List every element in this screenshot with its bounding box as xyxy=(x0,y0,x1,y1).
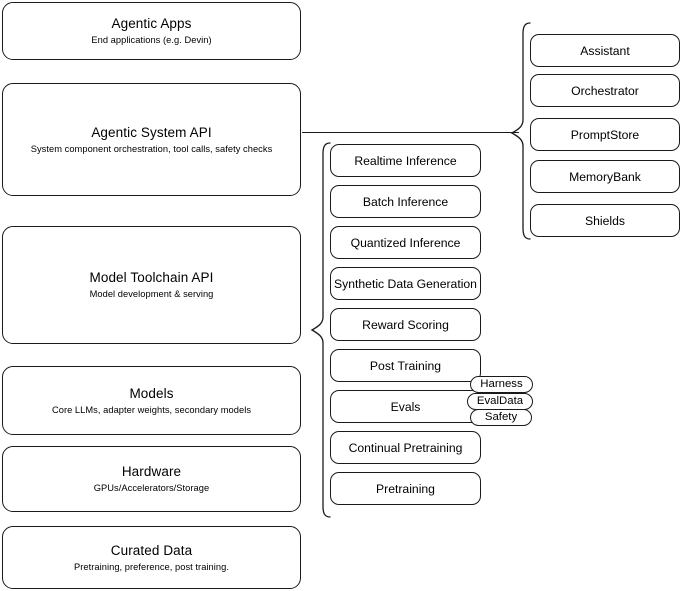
capability-label: Synthetic Data Generation xyxy=(334,276,477,291)
brace-toolchain-capabilities-shape xyxy=(310,142,331,518)
system-component-label: MemoryBank xyxy=(569,169,641,184)
capability-post-training[interactable]: Post Training xyxy=(330,349,481,382)
layer-title: Hardware xyxy=(121,464,182,479)
system-component-label: Shields xyxy=(585,213,625,228)
system-component-orchestrator[interactable]: Orchestrator xyxy=(530,74,680,107)
layer-subtitle: System component orchestration, tool cal… xyxy=(30,143,273,154)
layer-title: Curated Data xyxy=(110,542,193,558)
system-component-label: PromptStore xyxy=(570,127,640,142)
capability-label: Continual Pretraining xyxy=(348,440,463,455)
capability-label: Pretraining xyxy=(376,481,435,496)
eval-subcomponent-harness[interactable]: Harness xyxy=(470,376,533,393)
system-component-shields[interactable]: Shields xyxy=(530,204,680,237)
capability-realtime-inference[interactable]: Realtime Inference xyxy=(330,144,481,177)
eval-subcomponent-label: Harness xyxy=(480,378,523,390)
capability-label: Evals xyxy=(390,399,421,414)
layer-subtitle: GPUs/Accelerators/Storage xyxy=(93,483,210,493)
layer-title: Models xyxy=(129,385,174,401)
layer-subtitle: Model development & serving xyxy=(89,289,214,299)
capability-quantized-inference[interactable]: Quantized Inference xyxy=(330,226,481,259)
layer-title: Agentic Apps xyxy=(111,16,192,31)
layer-box-agentic-apps[interactable]: Agentic Apps End applications (e.g. Devi… xyxy=(2,2,301,60)
layer-subtitle: End applications (e.g. Devin) xyxy=(91,35,212,45)
capability-evals[interactable]: Evals xyxy=(330,390,481,423)
eval-subcomponent-label: Safety xyxy=(484,411,518,423)
eval-subcomponent-safety[interactable]: Safety xyxy=(470,409,532,426)
capability-reward-scoring[interactable]: Reward Scoring xyxy=(330,308,481,341)
layer-subtitle: Pretraining, preference, post training. xyxy=(74,561,229,572)
brace-system-components xyxy=(510,20,532,242)
connector-system-api-to-components xyxy=(302,132,519,134)
layer-box-models[interactable]: Models Core LLMs, adapter weights, secon… xyxy=(2,366,301,435)
system-component-memorybank[interactable]: MemoryBank xyxy=(530,160,680,193)
capability-batch-inference[interactable]: Batch Inference xyxy=(330,185,481,218)
layer-box-model-toolchain-api[interactable]: Model Toolchain API Model development & … xyxy=(2,226,301,344)
layer-box-agentic-system-api[interactable]: Agentic System API System component orch… xyxy=(2,83,301,196)
layer-box-hardware[interactable]: Hardware GPUs/Accelerators/Storage xyxy=(2,446,301,512)
capability-synthetic-data-generation[interactable]: Synthetic Data Generation xyxy=(330,267,481,300)
capability-continual-pretraining[interactable]: Continual Pretraining xyxy=(330,431,481,464)
layer-subtitle: Core LLMs, adapter weights, secondary mo… xyxy=(51,404,252,415)
system-component-promptstore[interactable]: PromptStore xyxy=(530,118,680,151)
layer-title: Agentic System API xyxy=(91,124,212,140)
layer-box-curated-data[interactable]: Curated Data Pretraining, preference, po… xyxy=(2,526,301,589)
layer-title: Model Toolchain API xyxy=(89,270,214,285)
brace-toolchain-capabilities xyxy=(310,140,332,520)
capability-label: Reward Scoring xyxy=(362,317,449,332)
capability-label: Quantized Inference xyxy=(350,235,461,250)
brace-system-components-shape xyxy=(510,22,531,240)
system-component-label: Orchestrator xyxy=(571,83,639,98)
capability-label: Post Training xyxy=(369,358,442,373)
capability-label: Batch Inference xyxy=(362,194,449,209)
capability-label: Realtime Inference xyxy=(354,153,457,168)
system-component-label: Assistant xyxy=(580,43,630,58)
capability-pretraining[interactable]: Pretraining xyxy=(330,472,481,505)
eval-subcomponent-evaldata[interactable]: EvalData xyxy=(467,393,533,410)
eval-subcomponent-label: EvalData xyxy=(476,395,524,407)
system-component-assistant[interactable]: Assistant xyxy=(530,34,680,67)
